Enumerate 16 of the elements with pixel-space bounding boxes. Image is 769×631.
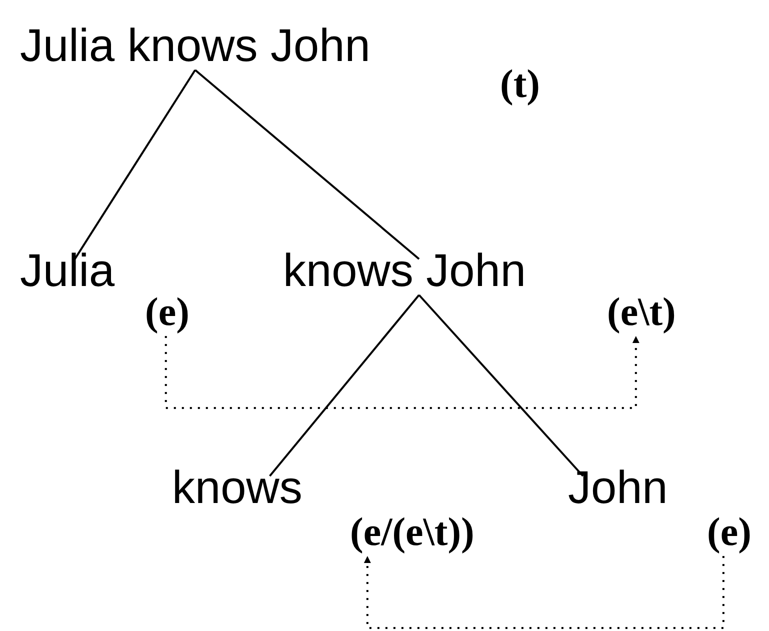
dotted-arrow (364, 556, 724, 629)
tree-branch-line (74, 69, 196, 260)
tree-branch-line (194, 69, 420, 260)
type-label: (e) (707, 509, 752, 554)
tree-branch-line (269, 294, 420, 477)
dotted-arrow (164, 336, 640, 409)
word-label: knows John (283, 244, 526, 296)
type-label: (e\t) (607, 289, 676, 334)
word-label: knows (172, 461, 302, 513)
type-label: (e/(e\t)) (350, 509, 474, 554)
tree-branch-line (418, 294, 584, 477)
word-label: John (568, 461, 668, 513)
word-label: Julia (20, 244, 115, 296)
type-label: (t) (500, 61, 540, 106)
type-label: (e) (145, 289, 190, 334)
word-label: Julia knows John (20, 19, 370, 71)
